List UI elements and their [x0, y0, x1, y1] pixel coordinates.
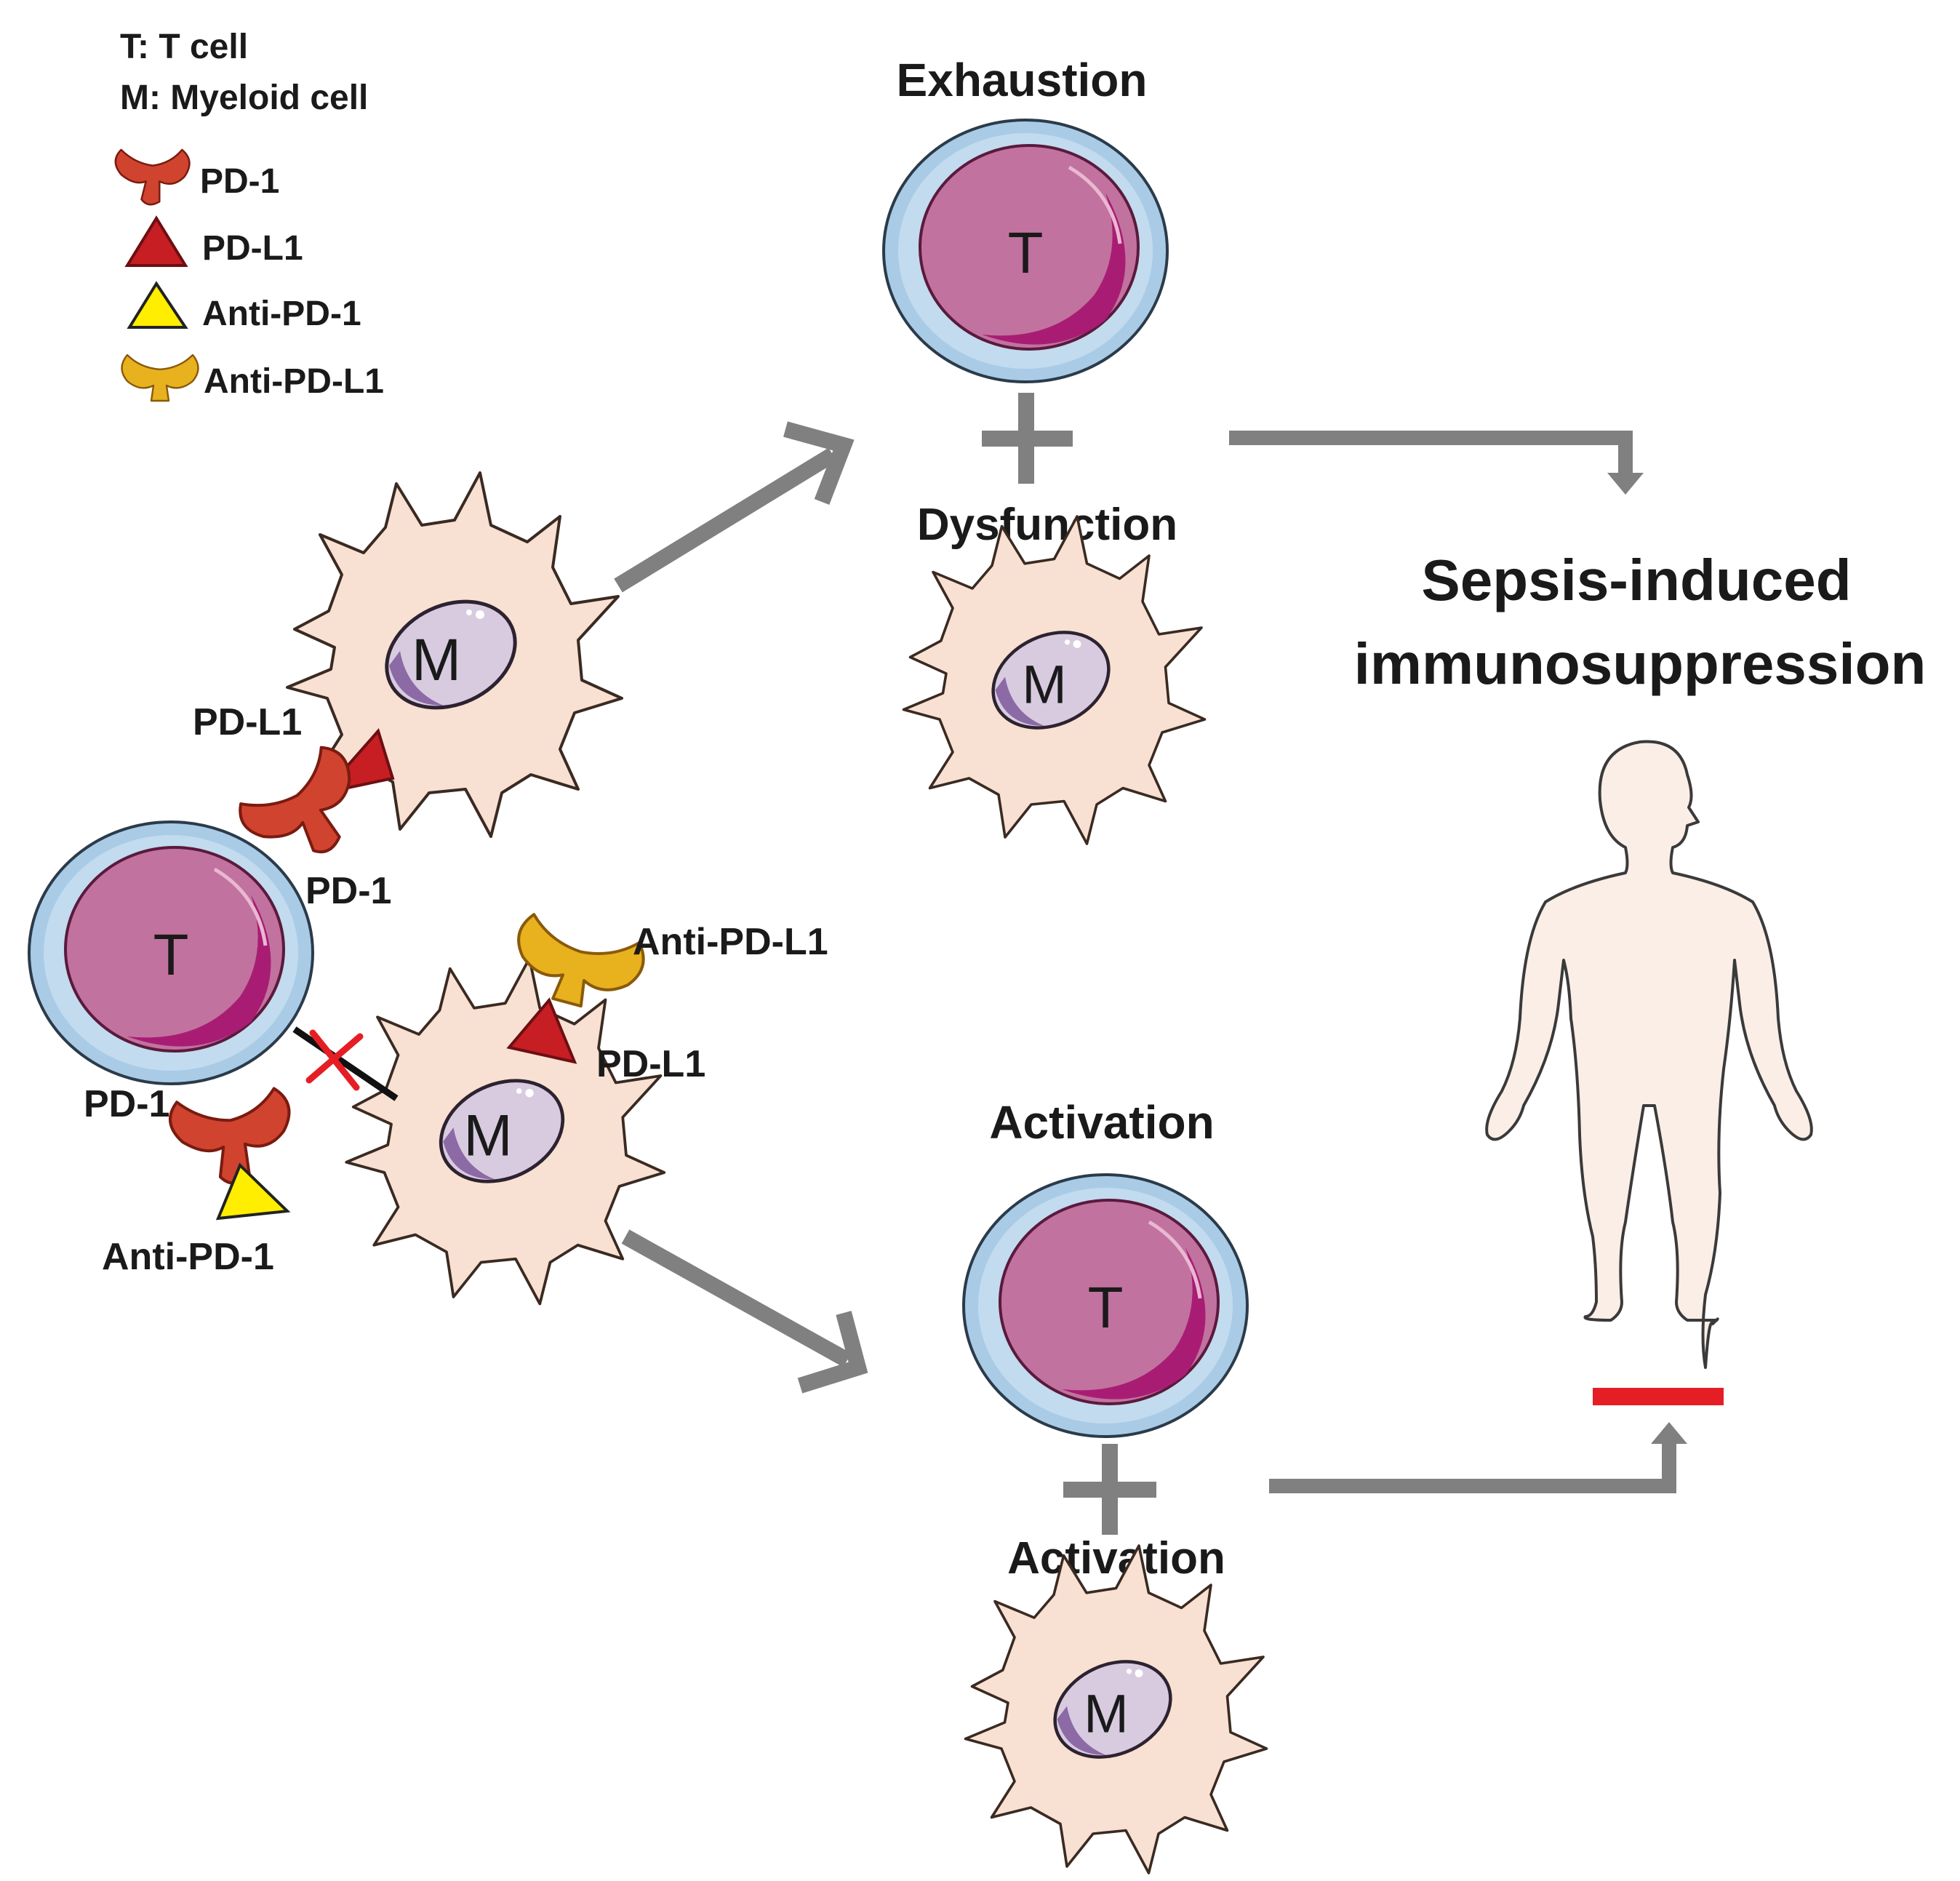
- arrow-to-exhaustion: [614, 421, 855, 593]
- t-cell-left: T: [29, 822, 313, 1084]
- legend-pdl1-label: PD-L1: [202, 229, 303, 268]
- anti-pdl1-icon: [121, 354, 199, 402]
- m-cell-letter: M: [412, 627, 461, 693]
- arrow-to-inhibition-head: [1651, 1422, 1687, 1444]
- outcome-title-line2: immunosuppression: [1354, 631, 1927, 696]
- anti-pd1-icon: [127, 281, 188, 329]
- exhaustion-label: Exhaustion: [897, 54, 1148, 106]
- m-cell-letter: M: [1084, 1684, 1128, 1744]
- legend-t-definition: T: T cell: [120, 28, 248, 66]
- pd1-top-label: PD-1: [305, 870, 391, 912]
- plus-icon: [982, 393, 1073, 484]
- anti-pd1-antibody: [215, 1162, 291, 1221]
- myeloid-cell-activated: M: [966, 1546, 1267, 1873]
- legend-anti-pd1-label: Anti-PD-1: [202, 295, 361, 333]
- legend-anti-pdl1-label: Anti-PD-L1: [204, 362, 384, 401]
- t-cell-exhausted: T: [884, 120, 1167, 382]
- pdl1-ligand-icon: [124, 215, 188, 267]
- t-cell-letter: T: [153, 922, 189, 987]
- outcome-title-line1: Sepsis-induced: [1421, 548, 1851, 612]
- inhibition-bar-icon: [1593, 1388, 1724, 1405]
- human-body-icon: [1485, 740, 1813, 1369]
- t-cell-letter: T: [1088, 1275, 1124, 1340]
- myeloid-cell-dysfunction: M: [904, 516, 1205, 844]
- t-cell-letter: T: [1008, 220, 1044, 285]
- anti-pd1-label: Anti-PD-1: [102, 1236, 274, 1278]
- pdl1-top-label: PD-L1: [193, 701, 302, 743]
- activation-t-label: Activation: [989, 1096, 1214, 1149]
- legend: T: T cell M: Myeloid cell PD-1 PD-L1 Ant…: [114, 28, 384, 402]
- myeloid-cell-bottom-left: M: [346, 959, 664, 1304]
- dysfunction-label: Dysfunction: [917, 500, 1177, 550]
- legend-m-definition: M: Myeloid cell: [120, 79, 368, 117]
- activation-m-label: Activation: [1007, 1533, 1225, 1584]
- pdl1-bottom-ligand: [506, 997, 577, 1064]
- plus-icon: [1063, 1444, 1156, 1535]
- arrow-to-outcome: [1229, 431, 1633, 473]
- pd1-bottom-receptor: [166, 1085, 300, 1193]
- myeloid-cell-top-left: M: [287, 473, 622, 836]
- pd1-bottom-label: PD-1: [84, 1083, 169, 1125]
- anti-pdl1-label: Anti-PD-L1: [633, 921, 828, 963]
- block-x-icon: [305, 1029, 364, 1091]
- m-cell-letter: M: [463, 1103, 512, 1168]
- pdl1-bottom-label: PD-L1: [596, 1043, 705, 1085]
- arrow-to-outcome-head: [1607, 473, 1644, 495]
- arrow-to-activation: [621, 1229, 868, 1394]
- pd1-receptor-icon: [114, 148, 191, 206]
- arrow-to-inhibition: [1269, 1444, 1676, 1493]
- m-cell-letter: M: [1022, 655, 1066, 715]
- legend-pd1-label: PD-1: [200, 162, 279, 201]
- blocked-interaction-line: [292, 1026, 399, 1101]
- t-cell-activated: T: [964, 1175, 1247, 1437]
